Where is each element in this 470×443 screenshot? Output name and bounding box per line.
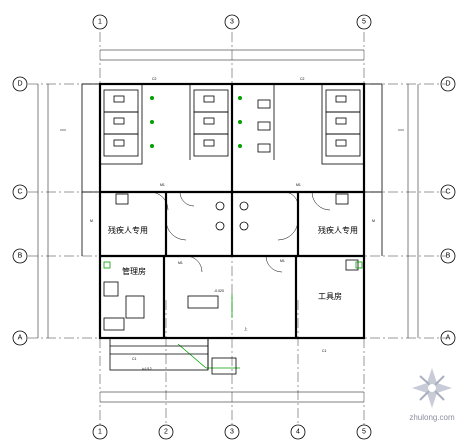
- axis-bubble-label: D: [17, 81, 22, 88]
- watermark-text: zhulong.com: [409, 413, 455, 422]
- door-label-m: M: [90, 219, 93, 223]
- dimension-lines: [37, 49, 419, 403]
- doors: [149, 191, 331, 273]
- room-label-disabled-right: 残疾人专用: [318, 225, 358, 235]
- axis-bubble-label: 5: [362, 19, 366, 26]
- elevation-label: -0.020: [214, 289, 224, 293]
- axis-bubble-label: 2: [164, 429, 168, 436]
- window-label-c1-right: C1: [322, 349, 327, 353]
- axis-bubbles-right: D C B A: [440, 76, 456, 346]
- axis-bubble-label: A: [446, 335, 451, 342]
- axis-bubble-label: B: [18, 253, 23, 260]
- axis-bubbles-left: D C B A: [12, 76, 28, 346]
- axis-bubble-label: 5: [362, 429, 366, 436]
- door-label-m: M: [372, 219, 375, 223]
- axis-bubble-label: B: [446, 253, 451, 260]
- door-label-m1: M1: [178, 261, 183, 265]
- axis-grid: [28, 32, 446, 426]
- door-label-m1: M1: [296, 183, 301, 187]
- axis-bubble-label: 4: [296, 429, 300, 436]
- axis-bubble-label: C: [17, 189, 22, 196]
- door-label-m1: M1: [160, 183, 165, 187]
- watermark-logo: [412, 368, 452, 408]
- interior-walls: [99, 83, 365, 338]
- stair-up-label: 上: [244, 326, 248, 331]
- axis-bubble-label: D: [445, 81, 450, 88]
- annotation-marks: [103, 96, 363, 369]
- ramp-slope-label: i=1/12: [142, 367, 152, 371]
- axis-bubbles-bottom: 1 2 3 4 5: [92, 424, 372, 440]
- window-label-c2-left: C2: [152, 77, 157, 81]
- axis-bubble-label: 3: [230, 19, 234, 26]
- axis-bubbles-top: 1 3 5: [92, 14, 372, 30]
- window-label-c2-right: C2: [300, 77, 305, 81]
- axis-bubble-label: A: [18, 335, 23, 342]
- room-label-disabled-left: 残疾人专用: [108, 225, 148, 235]
- axis-bubble-label: C: [445, 189, 450, 196]
- axis-bubble-label: 3: [230, 429, 234, 436]
- room-label-management: 管理房: [122, 266, 146, 276]
- axis-bubble-label: 1: [98, 19, 102, 26]
- room-label-tools: 工具房: [318, 291, 342, 301]
- entrance-ramp: [109, 337, 364, 375]
- axis-bubble-label: 1: [98, 429, 102, 436]
- fixtures: [103, 193, 359, 331]
- toilet-stalls: [103, 89, 361, 157]
- door-label-m1: M1: [280, 259, 285, 263]
- window-label-c1-left: C1: [132, 357, 137, 361]
